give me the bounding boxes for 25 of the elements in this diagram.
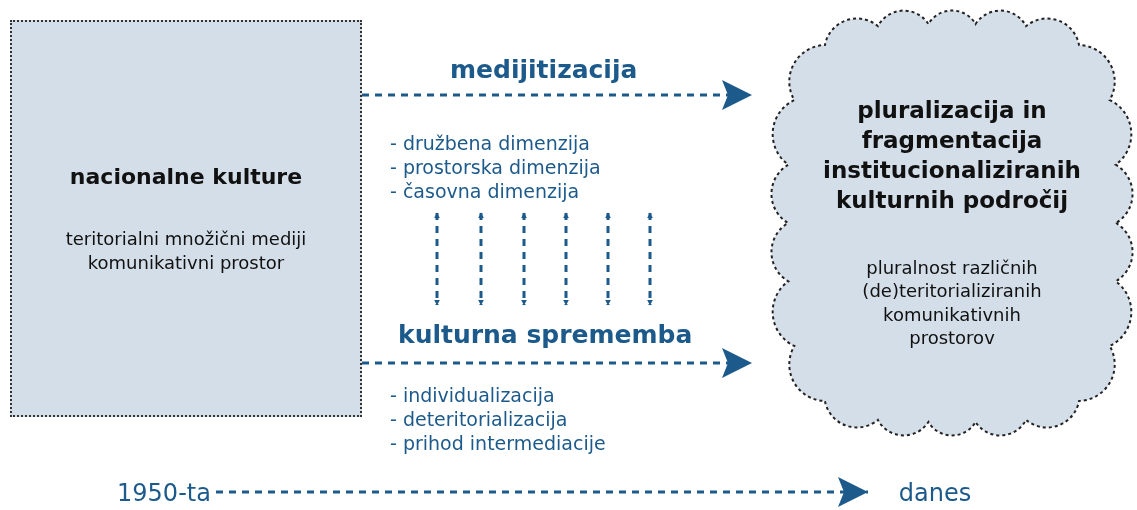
heading: nacionalne kulture: [69, 162, 303, 191]
list-item: - družbena dimenzija: [390, 132, 590, 157]
list-item: - prihod intermediacije: [390, 431, 606, 456]
edge-label: kulturna sprememba: [398, 320, 693, 349]
heading: pluralizacija in fragmentacija institucionaliziranih kulturnih področij: [822, 96, 1082, 216]
arrow: [216, 477, 868, 507]
time-text: danes: [898, 478, 972, 508]
arrow: [647, 212, 653, 306]
list-item: - časovna dimenzija: [390, 179, 580, 204]
list-item: - individualizacija: [390, 384, 555, 409]
arrow: [434, 212, 440, 306]
arrow: [478, 212, 484, 306]
list-item: - prostorska dimenzija: [390, 156, 601, 180]
list-item: - deteritorializacija: [390, 408, 568, 432]
arrow: [362, 80, 752, 110]
arrow: [563, 212, 569, 306]
body-text: pluralnost različnih (de)teritorializiranih komunikativnih prostorov: [861, 256, 1043, 350]
edge-label: medijitizacija: [450, 55, 638, 84]
time-text: 1950-ta: [117, 478, 211, 508]
arrow: [362, 348, 752, 378]
arrow: [521, 212, 527, 306]
culture-box: [10, 20, 362, 417]
body-text: teritorialni množični mediji komunikativni prostor: [64, 227, 308, 275]
cloud-shape: [772, 8, 1132, 438]
arrow: [605, 212, 611, 306]
